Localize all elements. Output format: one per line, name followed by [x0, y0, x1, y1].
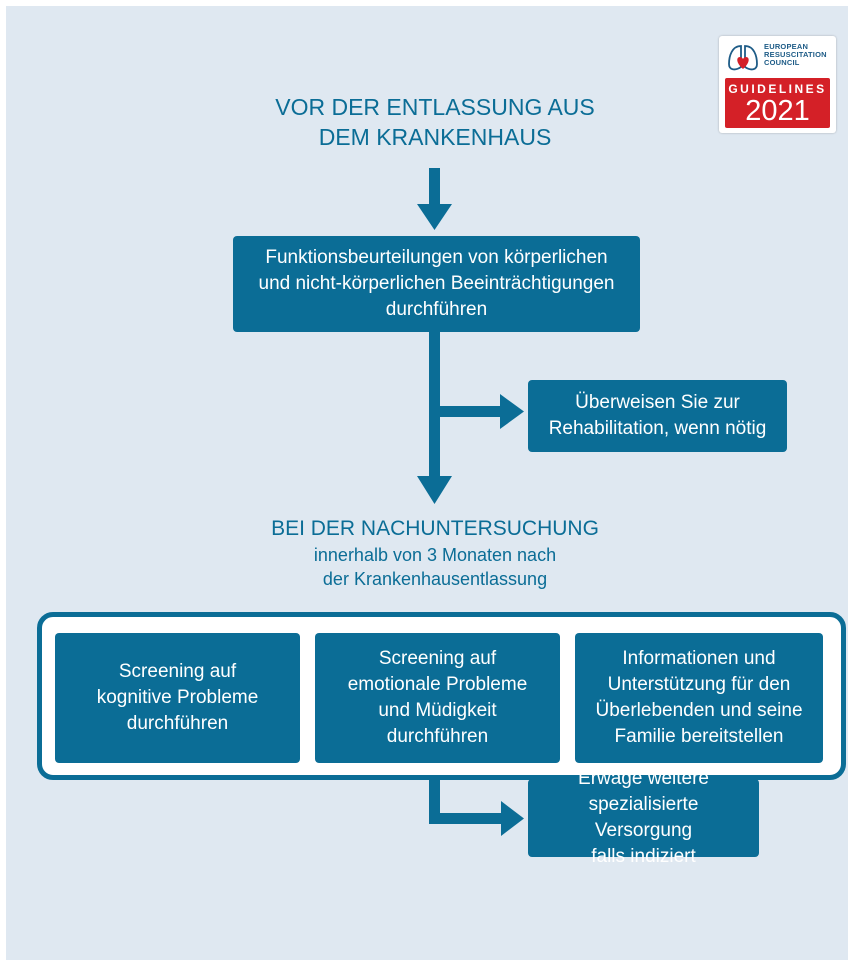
section2-title: BEI DER NACHUNTERSUCHUNG — [271, 517, 599, 540]
section2-subtitle-line1: innerhalb von 3 Monaten nach — [313, 545, 557, 565]
arrow-shaft-1 — [429, 168, 440, 208]
assessment-box: Funktionsbeurteilungen von körperlichen … — [233, 236, 640, 332]
section1-heading: VOR DER ENTLASSUNG AUS DEM KRANKENHAUS — [200, 92, 670, 152]
branch-shaft-final — [429, 813, 505, 824]
logo-year: 2021 — [745, 95, 810, 127]
lungs-heart-icon — [728, 45, 758, 71]
section2-heading: BEI DER NACHUNTERSUCHUNG innerhalb von 3… — [200, 515, 670, 591]
arrow-shaft-2 — [429, 330, 440, 480]
section2-subtitle-line2: der Krankenhausentlassung — [322, 569, 548, 589]
logo-guidelines-label: GUIDELINES — [728, 82, 827, 96]
specialized-care-box: Erwäge weitere spezialisierte Versorgung… — [528, 768, 759, 867]
logo-org-name: EUROPEAN RESUSCITATION COUNCIL — [764, 42, 827, 67]
rehab-referral-box: Überweisen Sie zur Rehabilitation, wenn … — [528, 380, 787, 452]
followup-box-emotional: Screening auf emotionale Probleme und Mü… — [315, 633, 560, 763]
arrow-head-1 — [417, 204, 452, 230]
arrow-head-2 — [417, 476, 452, 504]
arrow-shaft-3 — [429, 778, 440, 824]
section1-title-line1: VOR DER ENTLASSUNG AUS — [275, 94, 595, 120]
branch-head-final — [501, 801, 524, 836]
logo-red-band: GUIDELINES 2021 — [725, 78, 830, 128]
branch-head-rehab — [500, 394, 524, 429]
branch-shaft-rehab — [434, 406, 504, 417]
followup-box-cognitive: Screening auf kognitive Probleme durchfü… — [55, 633, 300, 763]
erc-guidelines-logo: EUROPEAN RESUSCITATION COUNCIL GUIDELINE… — [719, 36, 836, 133]
section1-title-line2: DEM KRANKENHAUS — [318, 124, 552, 150]
followup-box-information: Informationen und Unterstützung für den … — [575, 633, 823, 763]
